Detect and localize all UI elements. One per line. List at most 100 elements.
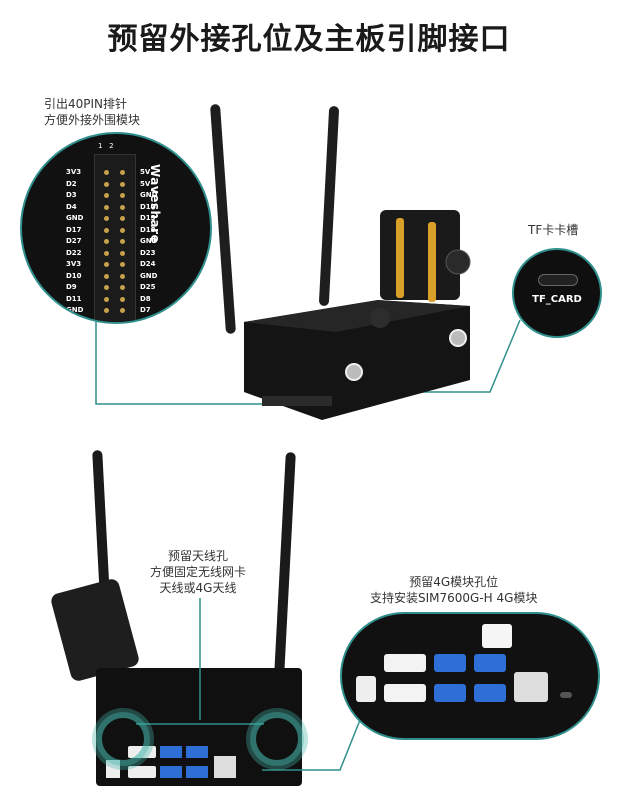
pin-dot <box>120 262 125 267</box>
antenna-left <box>210 104 236 334</box>
pin-dot <box>120 308 125 313</box>
device-case-lid <box>244 300 470 332</box>
pin-label-left: D11 <box>66 294 82 303</box>
tf-card-zoom: TF_CARD <box>512 248 602 338</box>
antenna-note-line-2: 方便固定无线网卡 <box>150 565 247 579</box>
tf-card-label: TF_CARD <box>532 294 582 305</box>
antenna-connector-line <box>136 598 264 725</box>
pin-dot <box>104 193 109 198</box>
pin-label-left: D4 <box>66 202 77 211</box>
module-note: 预留4G模块孔位 支持安装SIM7600G-H 4G模块 <box>370 574 537 606</box>
pin-column-numbers: 1 2 <box>98 142 114 150</box>
pin-dot <box>104 250 109 256</box>
pin-dot <box>104 308 109 313</box>
antenna-note: 预留天线孔 方便固定无线网卡 天线或4G天线 <box>150 548 246 596</box>
pin-dot <box>120 193 125 198</box>
pin-label-left: D22 <box>66 248 82 257</box>
pin-dot <box>104 239 109 244</box>
ethernet-port <box>214 756 236 778</box>
pin-dot <box>104 262 109 267</box>
pin-label-left: D9 <box>66 283 77 291</box>
pin-dot <box>104 216 109 221</box>
vent-grille <box>370 308 390 328</box>
pin-label-right: D18 <box>140 225 156 234</box>
pin-dot <box>120 204 125 210</box>
antenna-note-line-1: 预留天线孔 <box>168 549 229 563</box>
hdmi-port-2 <box>128 766 156 778</box>
usb-port-1 <box>160 746 182 758</box>
pin-label-right: D8 <box>140 294 151 303</box>
pin-dot <box>120 285 125 290</box>
antenna-right <box>319 106 339 306</box>
zoom-hdmi-2 <box>384 684 426 702</box>
zoom-usb-2 <box>434 684 466 702</box>
pin-label-left: D10 <box>66 271 82 280</box>
pin-label-right: 5V <box>140 168 151 176</box>
zoom-ethernet-port <box>514 672 548 702</box>
pin-dot <box>120 239 125 244</box>
camera-lens <box>445 249 471 275</box>
pin-dot <box>104 227 109 233</box>
pin-label-left: 3V3 <box>66 168 82 176</box>
module-connector-line <box>262 719 361 771</box>
pin-label-right: D7 <box>140 306 151 314</box>
pin-label-left: D2 <box>66 179 77 188</box>
pin-note-line-1: 引出40PIN排针 <box>44 97 128 111</box>
tf-card-slot <box>538 274 578 286</box>
pin-header-case <box>262 396 332 406</box>
pin-label-right: GND <box>140 237 158 245</box>
antenna-note-line-3: 天线或4G天线 <box>159 581 237 595</box>
tf-note: TF卡卡槽 <box>528 223 579 237</box>
reset-button[interactable] <box>345 363 363 381</box>
zoom-usb-3 <box>474 654 506 672</box>
zoom-tf-slot <box>560 692 572 698</box>
pin-label-right: 5V <box>140 179 151 188</box>
page-title: 预留外接孔位及主板引脚接口 <box>107 22 511 57</box>
pin-label-left: GND <box>66 214 84 222</box>
pin-dot <box>104 285 109 290</box>
zoom-usb-4 <box>474 684 506 702</box>
zoom-hdmi-1 <box>384 654 426 672</box>
zoom-usb-1 <box>434 654 466 672</box>
pin-note: 引出40PIN排针 方便外接外围模块 <box>44 96 140 128</box>
ribbon-cable-1 <box>396 218 404 298</box>
pin-dot <box>104 273 109 279</box>
usb-port-2 <box>160 766 182 778</box>
pin-dot <box>104 296 109 302</box>
tf-connector-line <box>410 319 521 393</box>
pin-dot <box>104 204 109 210</box>
pin-label-right: D24 <box>140 260 156 268</box>
pin-note-line-2: 方便外接外围模块 <box>44 113 141 127</box>
pin-label-right: D14 <box>140 202 156 211</box>
device-case-top <box>244 300 470 420</box>
port-panel-zoom <box>340 612 600 740</box>
pin-dot <box>104 181 109 187</box>
pin-label-left: D17 <box>66 225 82 234</box>
pin-label-left: D27 <box>66 237 82 245</box>
pin-dot <box>120 170 125 175</box>
pin-label-left: D3 <box>66 191 77 199</box>
pin-connector-line <box>95 320 262 405</box>
pin-header-strip <box>94 154 136 322</box>
pin-label-left: 3V3 <box>66 260 82 268</box>
power-button[interactable] <box>449 329 467 347</box>
pin-label-right: GND <box>140 191 158 199</box>
pin-column-2: 2 <box>109 142 114 150</box>
module-note-line-2: 支持安装SIM7600G-H 4G模块 <box>370 591 538 605</box>
pin-label-left: GND <box>66 306 84 314</box>
pin-dot <box>120 250 125 256</box>
pin-dot <box>104 170 109 175</box>
pin-dot <box>120 227 125 233</box>
pin-label-right: GND <box>140 271 158 280</box>
usb-port-4 <box>186 766 208 778</box>
antenna-hole-right <box>250 712 304 766</box>
pin-label-right: D25 <box>140 283 156 291</box>
usb-port-3 <box>186 746 208 758</box>
antenna-hole-left <box>96 712 150 766</box>
ribbon-cable-2 <box>428 222 436 302</box>
pin-dot <box>120 216 125 221</box>
pin-dot <box>120 181 125 187</box>
zoom-4g-module-hole <box>482 624 512 648</box>
